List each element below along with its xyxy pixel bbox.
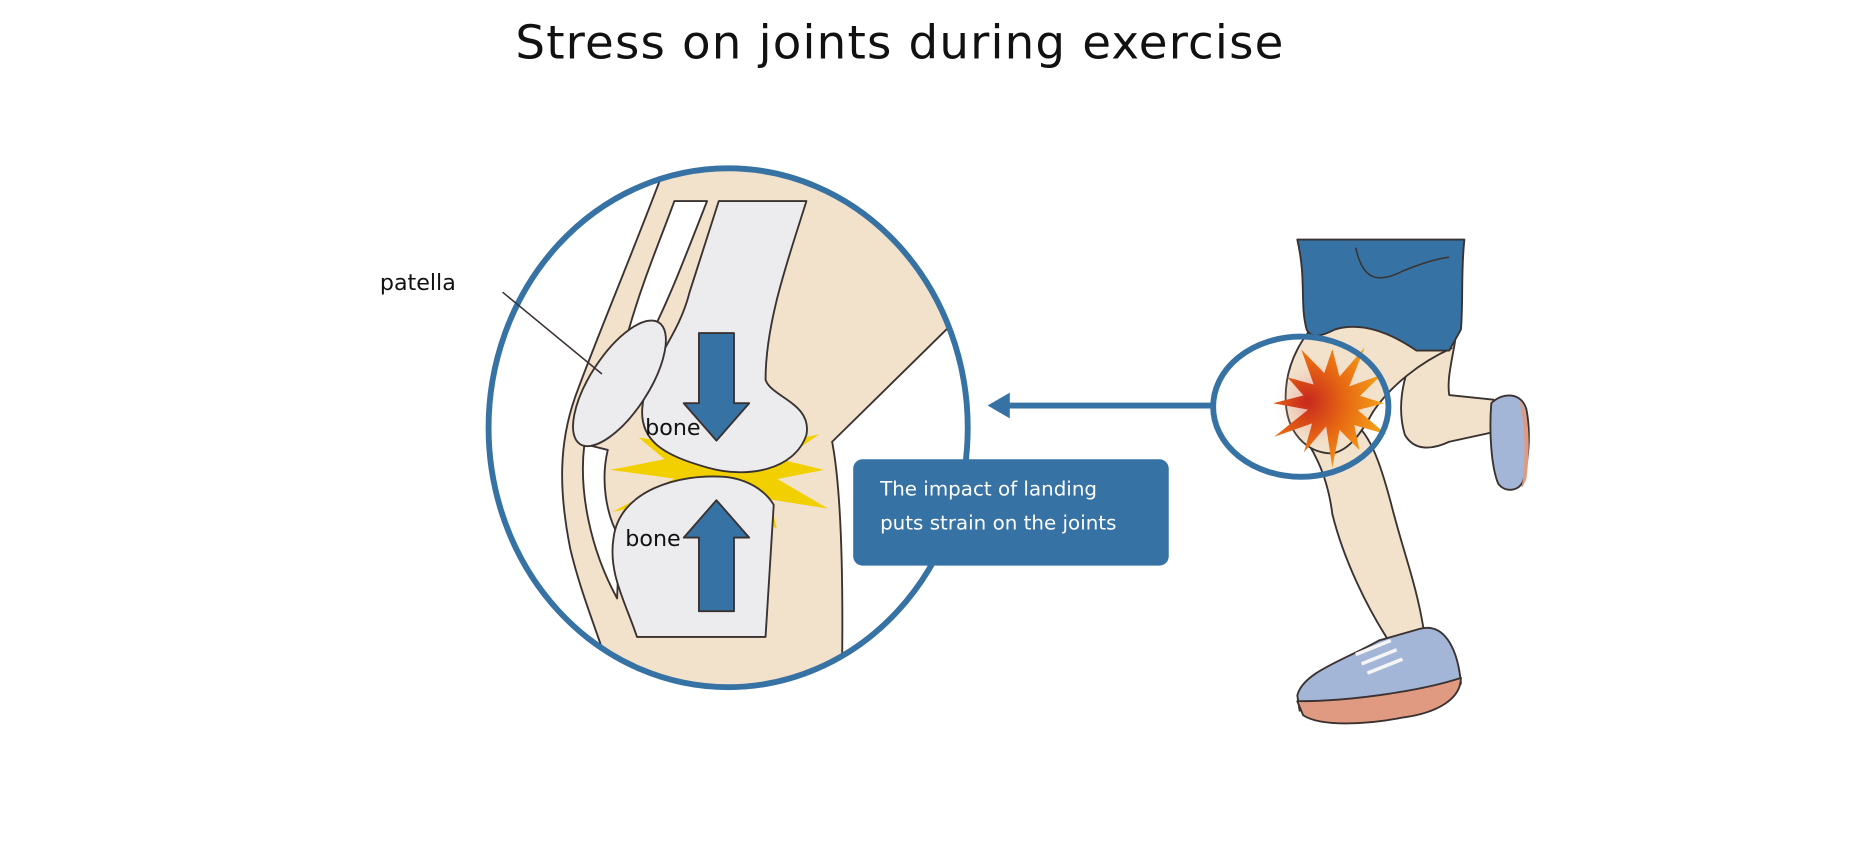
tibia-bone [611,475,775,638]
magnifier-circle [485,165,971,691]
back-shin [1400,340,1504,449]
knee-highlight-circle [1210,333,1392,480]
patella-label: patella [380,270,456,296]
callout-box: The impact of landing puts strain on the… [853,459,1169,566]
upper-bone-label: bone [645,415,700,441]
burst-shape [610,399,829,551]
knee-cross-section [488,168,968,688]
runner-illustration [1272,238,1530,725]
burst-shape [1272,347,1387,468]
down-arrow-icon [682,332,751,442]
zoom-pointer-arrow [987,392,1212,419]
patella-leader-line [502,291,603,375]
impact-burst [610,399,829,551]
joint-gap [581,443,621,600]
back-shoe-sole [1519,399,1529,489]
up-arrow-icon [682,499,751,613]
shorts [1296,238,1466,352]
callout-line-1: The impact of landing [879,478,1097,501]
lower-bone-label: bone [625,526,680,552]
page-title: Stress on joints during exercise [515,16,1284,70]
knee-pain-burst [1272,347,1387,468]
callout-line-2: puts strain on the joints [880,511,1116,534]
front-shoe-sole [1296,676,1462,725]
